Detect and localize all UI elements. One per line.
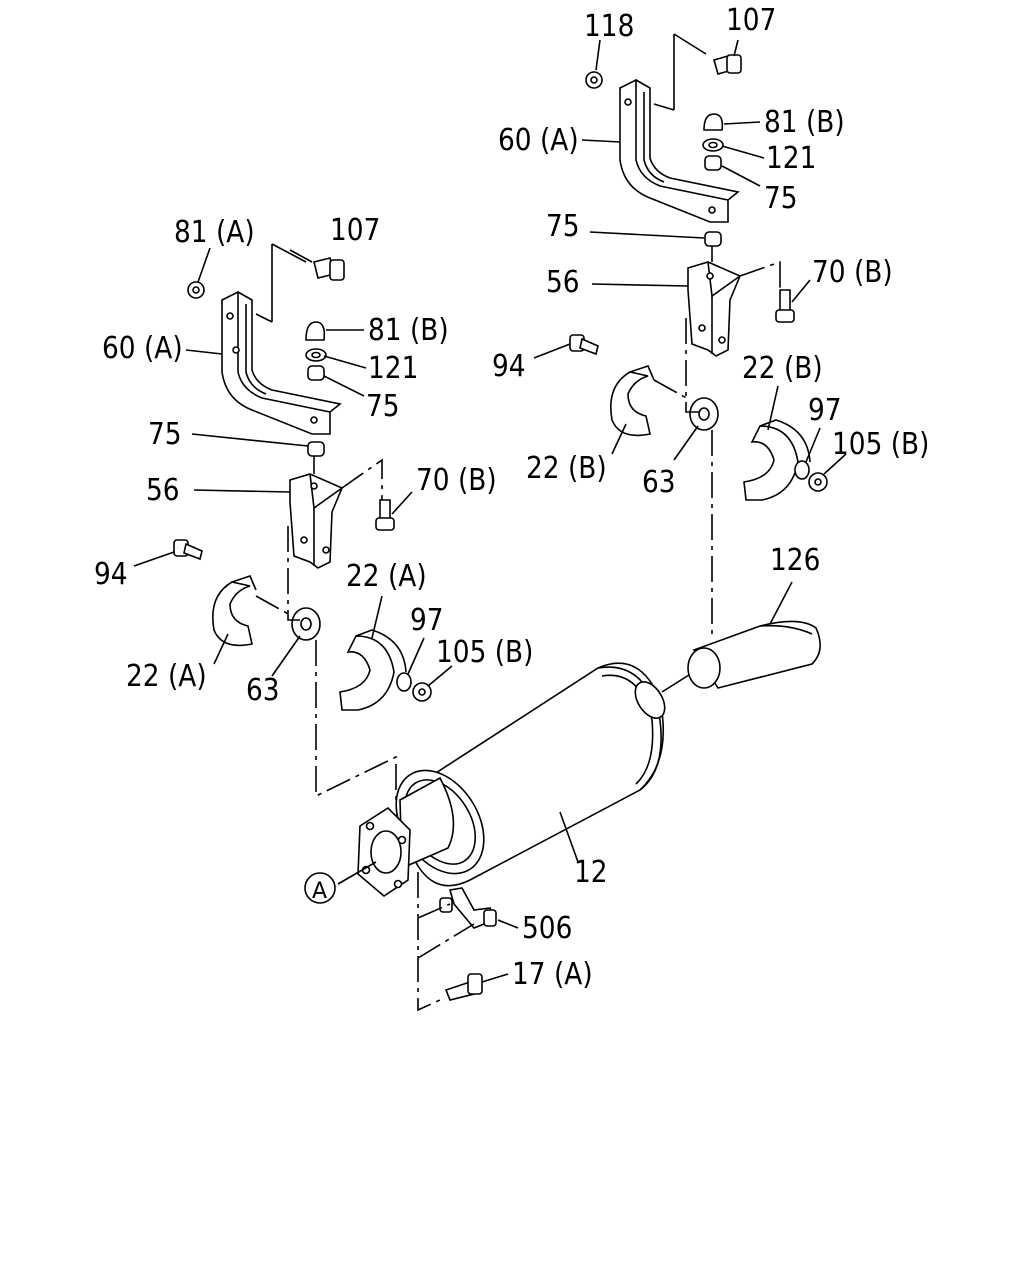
label-22b-right-upper: 22 (B): [742, 350, 823, 385]
label-81b-right: 81 (B): [764, 104, 845, 139]
label-75a-right: 75: [764, 180, 798, 215]
label-506: 506: [522, 910, 572, 945]
callout-labels: 118 107 81 (B) 60 (A) 121 75 75 56 70 (B…: [94, 2, 929, 991]
label-22a-left-lower: 22 (A): [126, 658, 207, 693]
label-81a-left: 81 (A): [174, 214, 255, 249]
leader-lines: [133, 39, 847, 983]
label-107-right: 107: [726, 2, 776, 37]
muffler-12: [357, 662, 701, 897]
left-bracket-assembly: [173, 257, 432, 711]
label-121-right: 121: [766, 140, 816, 175]
label-60a-right: 60 (A): [498, 122, 579, 157]
label-70b-left: 70 (B): [416, 462, 497, 497]
label-105b-left: 105 (B): [436, 634, 533, 669]
label-22b-right-lower: 22 (B): [526, 450, 607, 485]
label-94-right: 94: [492, 348, 526, 383]
label-97-left: 97: [410, 602, 444, 637]
label-107-left: 107: [330, 212, 380, 247]
label-97-right: 97: [808, 392, 842, 427]
label-22a-left-upper: 22 (A): [346, 558, 427, 593]
label-121-left: 121: [368, 350, 418, 385]
label-56-left: 56: [146, 472, 180, 507]
label-12: 12: [574, 854, 608, 889]
label-60a-left: 60 (A): [102, 330, 183, 365]
label-63-left: 63: [246, 672, 280, 707]
label-70b-right: 70 (B): [812, 254, 893, 289]
tail-pipe-126: [687, 620, 821, 689]
label-126: 126: [770, 542, 820, 577]
assembly-lines: [255, 33, 781, 1012]
flange-bolts: [439, 887, 497, 1001]
label-17a: 17 (A): [512, 956, 593, 991]
right-bracket-assembly: [569, 54, 828, 501]
label-75b-right: 75: [546, 208, 580, 243]
label-63-right: 63: [642, 464, 676, 499]
label-118: 118: [584, 8, 634, 43]
reference-marker-a-text: A: [312, 879, 327, 904]
label-75a-left: 75: [366, 388, 400, 423]
label-81b-left: 81 (B): [368, 312, 449, 347]
reference-marker-a: A: [304, 872, 336, 904]
label-94-left: 94: [94, 556, 128, 591]
label-105b-right: 105 (B): [832, 426, 929, 461]
label-75b-left: 75: [148, 416, 182, 451]
label-56-right: 56: [546, 264, 580, 299]
